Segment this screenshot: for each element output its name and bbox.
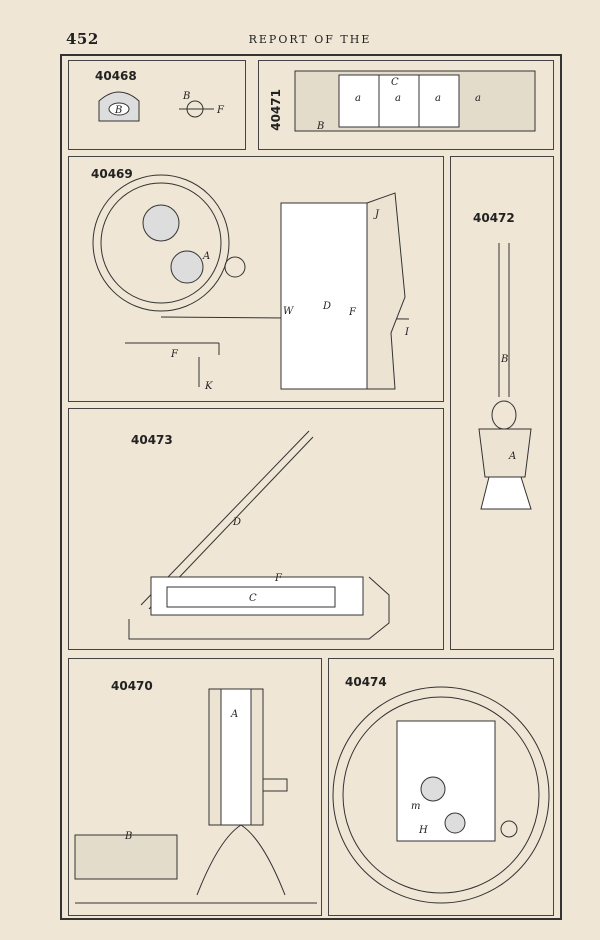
label-a: A xyxy=(508,451,516,462)
figure-panel-40468: 40468 B B F xyxy=(68,60,246,150)
label-a: a xyxy=(355,93,361,104)
label-a: A xyxy=(202,251,210,262)
label-a: a xyxy=(395,93,401,104)
figure-number: 40469 xyxy=(91,167,133,181)
label-j: J xyxy=(373,209,380,220)
label-f: F xyxy=(274,573,283,584)
label-b: B xyxy=(114,105,122,116)
label-w: W xyxy=(283,306,294,317)
label-c: C xyxy=(249,593,257,604)
label-f: F xyxy=(170,349,179,360)
label-h: H xyxy=(418,825,428,836)
figure-drawing-40470: A B xyxy=(74,688,317,904)
figure-drawing-40473: D F C xyxy=(128,430,390,640)
figure-drawing-40472: B A xyxy=(478,243,532,510)
page-number: 452 xyxy=(66,30,99,48)
label-d: D xyxy=(322,301,331,312)
figure-panel-40472: 40472 B A xyxy=(450,156,554,650)
figure-number: 40470 xyxy=(111,679,153,693)
label-a: A xyxy=(230,709,238,720)
figure-panel-40471: 40471 a C a a a B xyxy=(258,60,554,150)
figure-panel-40470: 40470 A B xyxy=(68,658,322,916)
figure-drawing-40469: A W D F F J I K xyxy=(92,174,410,392)
figure-drawing-40471: a C a a a B xyxy=(294,70,536,132)
label-f: F xyxy=(216,105,225,116)
label-b: B xyxy=(316,121,324,132)
figure-number: 40468 xyxy=(95,69,137,83)
label-b: B xyxy=(500,354,508,365)
label-a: a xyxy=(475,93,481,104)
running-header: REPORT OF THE xyxy=(248,33,372,46)
figure-panel-40473: 40473 D F C xyxy=(68,408,444,650)
figure-drawing-40468: B B F xyxy=(98,91,225,122)
plate-frame xyxy=(60,54,562,920)
figure-panel-40469: 40469 A W D F F J I K xyxy=(68,156,444,402)
figure-number: 40473 xyxy=(131,433,173,447)
label-d: D xyxy=(232,517,241,528)
label-m: m xyxy=(411,801,420,812)
figure-drawing-40474: m H xyxy=(332,686,550,904)
label-c: C xyxy=(391,77,399,88)
label-k: K xyxy=(204,381,213,392)
label-a: a xyxy=(435,93,441,104)
figure-panel-40474: 40474 m H xyxy=(328,658,554,916)
figure-number: 40474 xyxy=(345,675,387,689)
label-b: B xyxy=(124,831,132,842)
label-i: I xyxy=(404,327,410,338)
label-f: F xyxy=(348,307,357,318)
figure-number: 40472 xyxy=(473,211,515,225)
label-b: B xyxy=(182,91,190,102)
